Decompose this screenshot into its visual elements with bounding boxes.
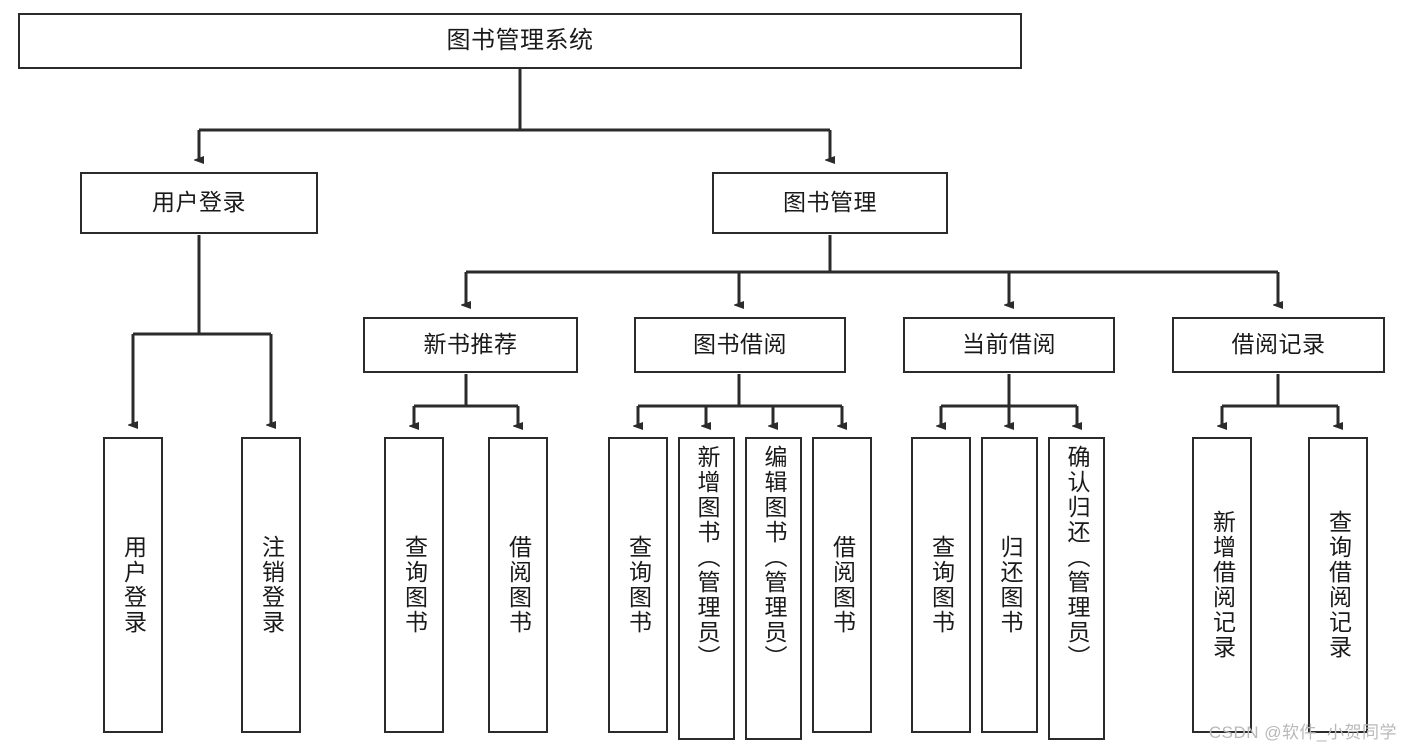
node-label: 编辑图书（管理员） (761, 445, 787, 670)
node-label: 借阅记录 (1231, 331, 1326, 358)
node-label: 图书管理 (783, 189, 877, 216)
node-leaf-user-login[interactable]: 用户登录 (103, 437, 163, 733)
node-label: 查询图书 (928, 535, 955, 635)
node-label: 借阅图书 (829, 535, 856, 635)
node-leaf-add-borrow-record[interactable]: 新增借阅记录 (1192, 437, 1252, 733)
node-leaf-edit-book-admin[interactable]: 编辑图书（管理员） (745, 437, 802, 740)
node-label: 当前借阅 (962, 331, 1056, 358)
node-leaf-confirm-return-admin[interactable]: 确认归还（管理员） (1048, 437, 1105, 740)
node-label: 查询图书 (401, 535, 428, 635)
node-label: 借阅图书 (505, 535, 532, 635)
node-leaf-query-book-rec[interactable]: 查询图书 (384, 437, 444, 733)
node-label: 图书管理系统 (446, 26, 594, 54)
node-root-book-management-system[interactable]: 图书管理系统 (18, 13, 1022, 69)
node-label: 新增借阅记录 (1209, 510, 1236, 660)
node-leaf-return-book[interactable]: 归还图书 (981, 437, 1038, 733)
node-label: 用户登录 (120, 535, 147, 635)
node-leaf-logout[interactable]: 注销登录 (241, 437, 301, 733)
node-label: 用户登录 (152, 189, 246, 216)
node-label: 查询图书 (625, 535, 652, 635)
node-book-borrowing[interactable]: 图书借阅 (634, 317, 846, 373)
node-leaf-query-book-borrow[interactable]: 查询图书 (608, 437, 668, 733)
node-leaf-add-book-admin[interactable]: 新增图书（管理员） (678, 437, 735, 740)
csdn-watermark: CSDN @软件_小贺同学 (1208, 723, 1397, 742)
node-user-login[interactable]: 用户登录 (80, 172, 318, 234)
node-borrowing-record[interactable]: 借阅记录 (1172, 317, 1385, 373)
node-label: 图书借阅 (693, 331, 787, 358)
node-new-book-recommendation[interactable]: 新书推荐 (363, 317, 578, 373)
node-leaf-query-book-current[interactable]: 查询图书 (911, 437, 971, 733)
node-label: 注销登录 (258, 535, 285, 635)
node-label: 查询借阅记录 (1325, 510, 1352, 660)
node-label: 新书推荐 (423, 331, 518, 358)
node-current-borrowing[interactable]: 当前借阅 (903, 317, 1115, 373)
node-label: 归还图书 (997, 535, 1023, 635)
node-label: 确认归还（管理员） (1064, 445, 1090, 670)
node-book-management[interactable]: 图书管理 (712, 172, 948, 234)
node-leaf-borrow-book-rec[interactable]: 借阅图书 (488, 437, 548, 733)
node-label: 新增图书（管理员） (694, 445, 720, 670)
node-leaf-borrow-book[interactable]: 借阅图书 (812, 437, 872, 733)
node-leaf-query-borrow-record[interactable]: 查询借阅记录 (1308, 437, 1368, 733)
